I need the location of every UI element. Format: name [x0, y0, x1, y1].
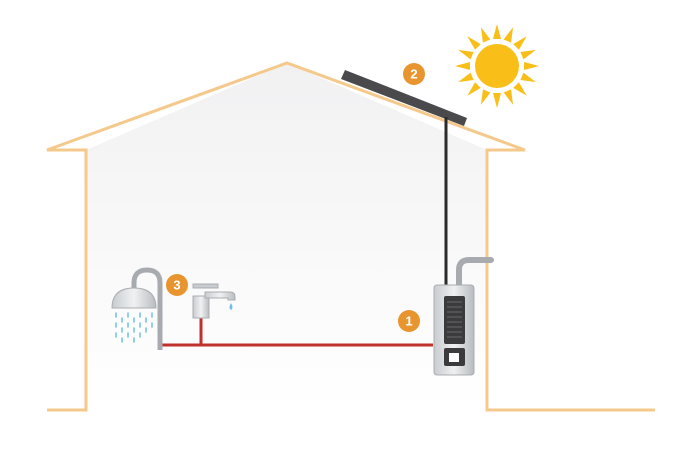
shower-head-icon	[111, 267, 163, 350]
house-interior	[86, 63, 487, 410]
marker-badge-2: 2	[403, 63, 425, 85]
marker-label-3: 3	[173, 278, 180, 293]
house-outline	[46, 61, 655, 412]
sun-icon	[455, 24, 539, 108]
marker-badge-3: 3	[166, 274, 188, 296]
marker-badge-1: 1	[398, 310, 420, 332]
faucet-icon	[192, 283, 236, 319]
solar-panel	[341, 70, 467, 126]
water-heater-tank	[433, 257, 494, 376]
marker-label-2: 2	[410, 67, 417, 82]
marker-label-1: 1	[405, 314, 412, 329]
